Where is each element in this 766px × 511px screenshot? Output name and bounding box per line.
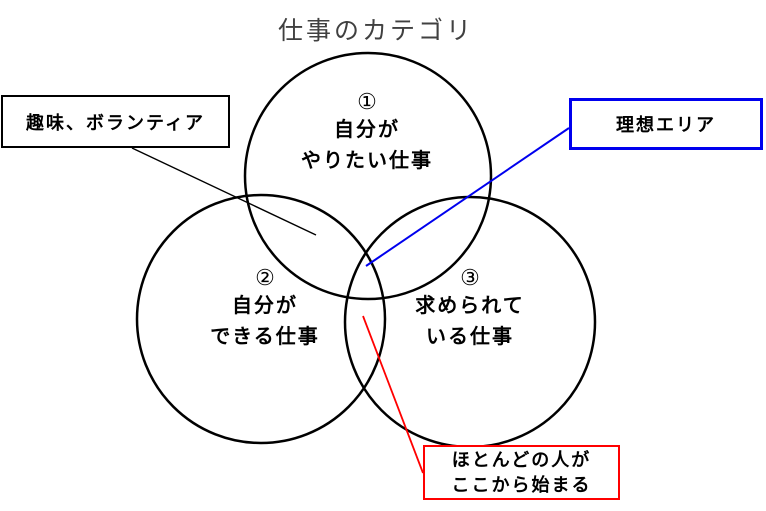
circle-can-do-label: ② 自分が できる仕事 <box>145 264 385 353</box>
start-leader-line <box>362 315 424 474</box>
callout-ideal-area-text: 理想エリア <box>616 115 716 135</box>
circle-want-to-do-line1: 自分が <box>334 119 400 141</box>
circle-can-do-number: ② <box>255 265 275 290</box>
hobby-leader-line <box>131 147 317 236</box>
circle-can-do-line1: 自分が <box>232 295 298 317</box>
callout-most-people-start-line1: ほとんどの人が <box>451 449 592 470</box>
callout-most-people-start: ほとんどの人が ここから始まる <box>423 445 620 500</box>
circle-demanded-line2: いる仕事 <box>426 326 514 348</box>
circle-can-do-line2: できる仕事 <box>210 326 320 348</box>
circle-demanded-number: ③ <box>460 265 480 290</box>
callout-most-people-start-line2: ここから始まる <box>451 474 592 495</box>
ideal-leader-line <box>365 127 570 267</box>
callout-ideal-area: 理想エリア <box>569 98 763 150</box>
circle-demanded-label: ③ 求められて いる仕事 <box>350 264 590 353</box>
callout-hobby-volunteer-text: 趣味、ボランティア <box>26 112 205 133</box>
circle-want-to-do-number: ① <box>357 89 377 114</box>
circle-want-to-do-label: ① 自分が やりたい仕事 <box>247 88 487 177</box>
circle-want-to-do-line2: やりたい仕事 <box>301 150 433 172</box>
diagram-title: 仕事のカテゴリ <box>277 17 474 45</box>
circle-want-to-do-outline <box>243 51 493 301</box>
circle-demanded-line1: 求められて <box>415 295 525 317</box>
circle-can-do-outline <box>135 193 387 445</box>
callout-hobby-volunteer: 趣味、ボランティア <box>1 95 230 148</box>
